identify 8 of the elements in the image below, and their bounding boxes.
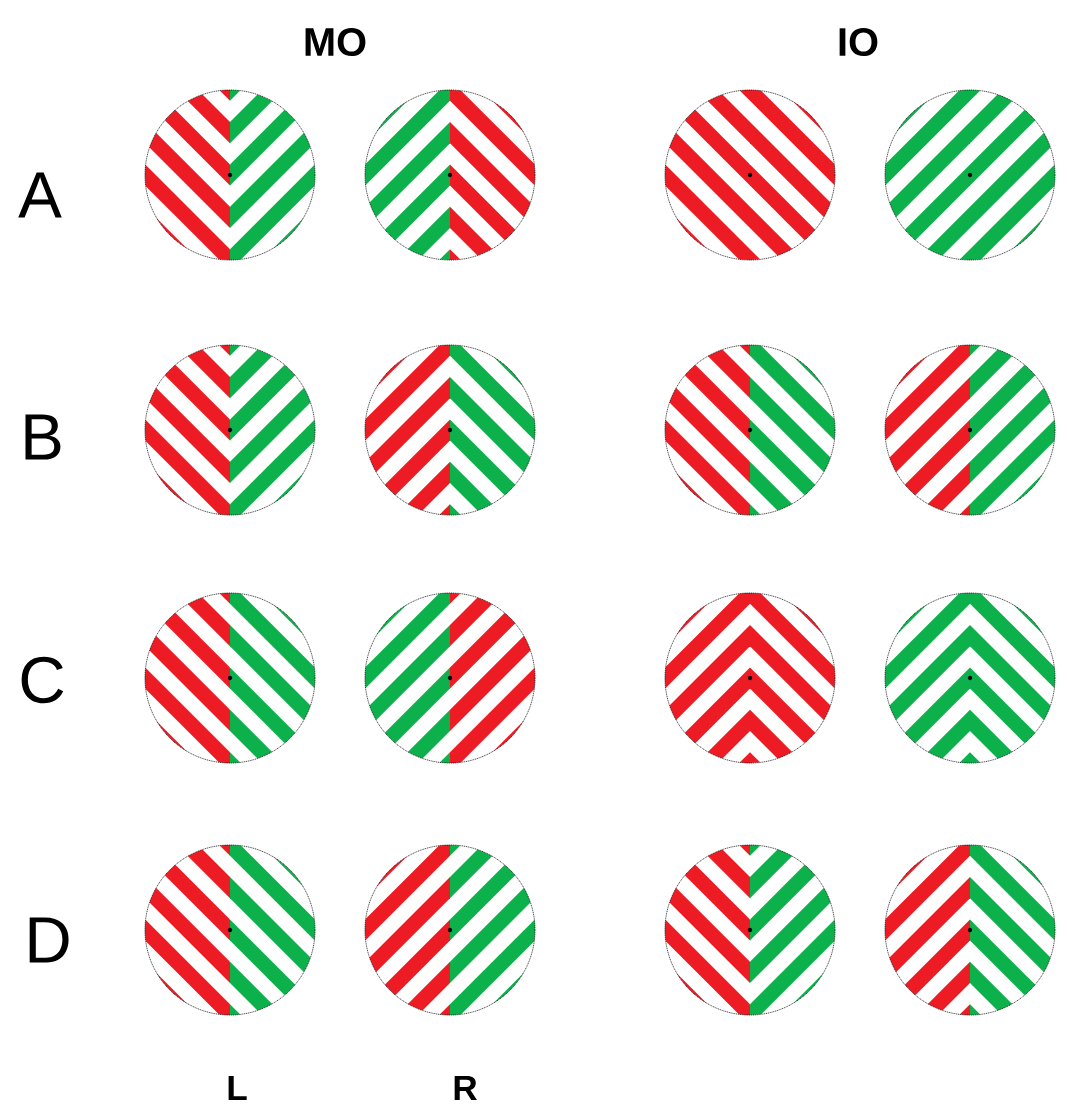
row-label: A xyxy=(18,172,62,218)
row-label: D xyxy=(29,917,69,963)
row-label: C xyxy=(21,656,64,704)
column-label: L xyxy=(228,1075,247,1101)
row-label: B xyxy=(25,414,61,460)
column-label: MO xyxy=(305,27,366,57)
column-label: R xyxy=(454,1075,477,1101)
column-label: IO xyxy=(839,27,878,57)
